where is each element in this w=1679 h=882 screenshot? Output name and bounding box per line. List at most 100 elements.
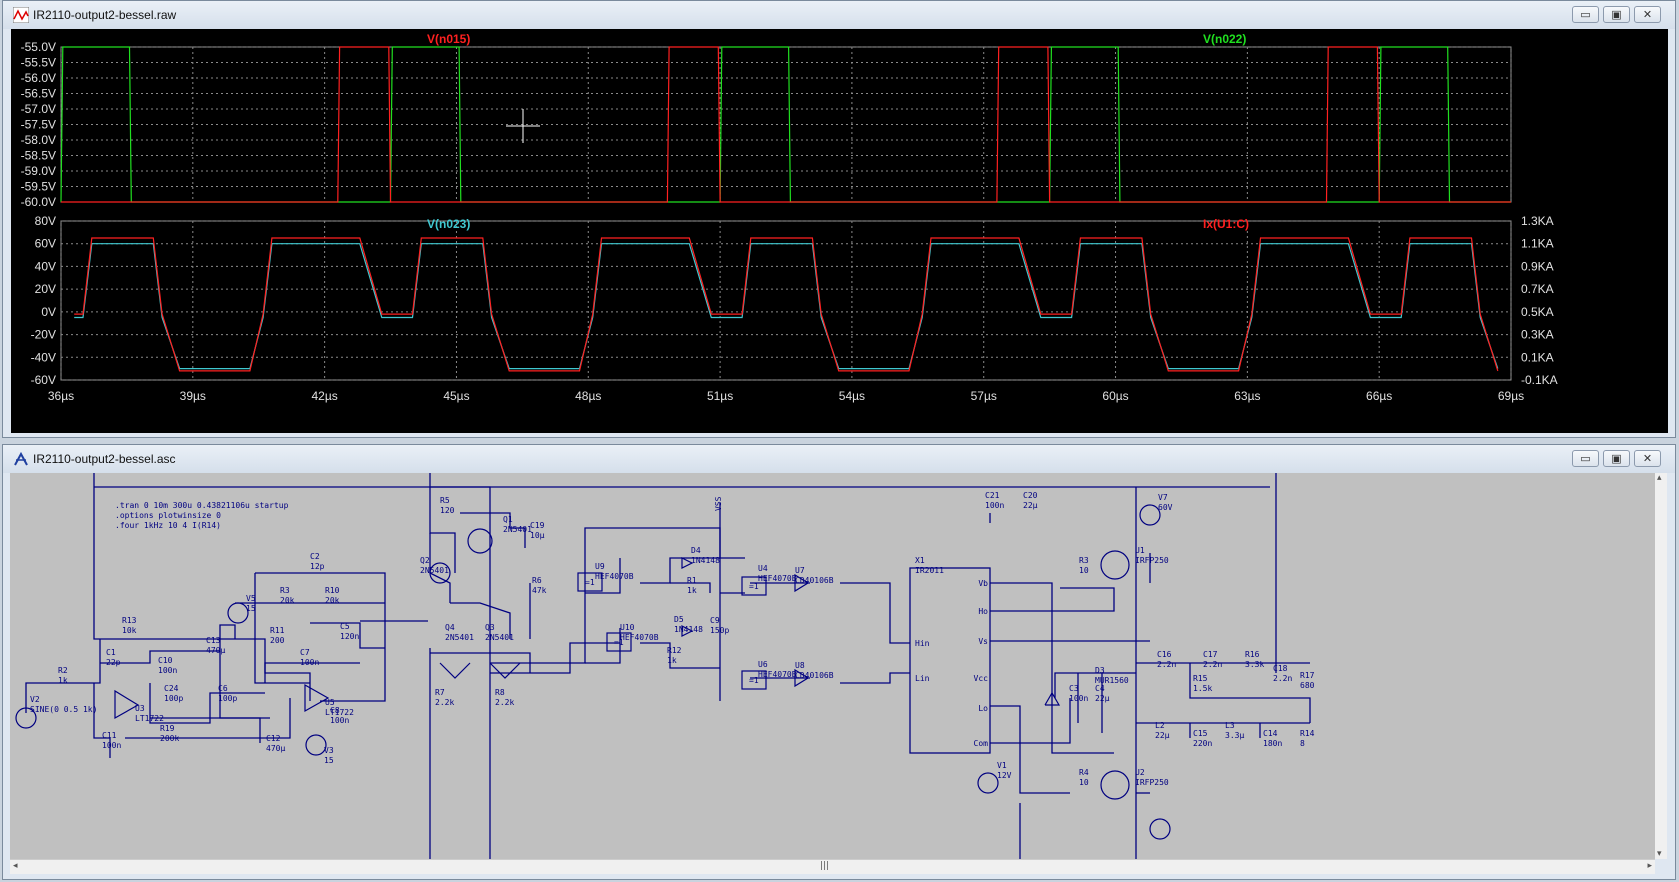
xor-gate-label: =1 xyxy=(749,676,759,685)
pane1-grid xyxy=(60,46,1512,203)
component-value-v2: SINE(0 0.5 1k) xyxy=(30,705,97,714)
pane1-y-tick: -57.0V xyxy=(21,102,56,116)
pane2-y-tick-right: 0.1KA xyxy=(1521,350,1554,364)
component-ref-c7: C7 xyxy=(300,648,310,657)
vertical-scrollbar[interactable]: ▴ ▾ xyxy=(1655,473,1667,859)
close-button[interactable]: ✕ xyxy=(1634,6,1661,23)
x-tick-label: 36µs xyxy=(48,389,74,403)
component-value-c2: 12p xyxy=(310,562,325,571)
x-tick-label: 60µs xyxy=(1102,389,1128,403)
component-ref-c20: C20 xyxy=(1023,491,1038,500)
scroll-down-button[interactable]: ▾ xyxy=(1657,849,1662,859)
component-ref-r4: R4 xyxy=(1079,768,1089,777)
component-value-l3: 3.3µ xyxy=(1225,731,1244,740)
component-value-c24: 100p xyxy=(164,694,183,703)
waveform-app-icon xyxy=(13,7,29,23)
component-value-q3: 2N5401 xyxy=(485,633,514,642)
component-value-r10: 20k xyxy=(325,596,340,605)
component-ref-c16: C16 xyxy=(1157,650,1172,659)
x-tick-label: 69µs xyxy=(1498,389,1524,403)
component-ref-r1: R1 xyxy=(687,576,697,585)
trace-label-n015[interactable]: V(n015) xyxy=(427,32,470,46)
component-ref-u10: U10 xyxy=(620,623,635,632)
component-ref-r8: R8 xyxy=(495,688,505,697)
schematic-titlebar[interactable]: IR2110-output2-bessel.asc ▭ ▣ ✕ xyxy=(3,445,1675,473)
xor-gate-label: =1 xyxy=(614,638,624,647)
component-ref-v7: V7 xyxy=(1158,493,1168,502)
component-value-u3: LT1722 xyxy=(135,714,164,723)
xor-gate-label: =1 xyxy=(585,578,595,587)
component-value-u4: HEF4070B xyxy=(758,574,797,583)
scroll-grip[interactable]: ||| xyxy=(820,861,830,871)
close-button[interactable]: ✕ xyxy=(1634,450,1661,467)
component-ref-c18: C18 xyxy=(1273,664,1288,673)
component-ref-q3: Q3 xyxy=(485,623,495,632)
component-ref-c13: C13 xyxy=(206,636,221,645)
component-value-c14: 180n xyxy=(1263,739,1282,748)
component-value-q4: 2N5401 xyxy=(445,633,474,642)
component-ref-r3: R3 xyxy=(280,586,290,595)
component-value-r11: 200 xyxy=(270,636,285,645)
pane1-y-tick: -55.0V xyxy=(21,40,56,54)
component-value-u6: HEF4070B xyxy=(758,670,797,679)
component-value-r6: 47k xyxy=(532,586,547,595)
component-value-v1: 12V xyxy=(997,771,1012,780)
component-value-c13: 470µ xyxy=(206,646,225,655)
component-ref-c17: C17 xyxy=(1203,650,1218,659)
component-ref-c21: C21 xyxy=(985,491,1000,500)
x-tick-label: 45µs xyxy=(443,389,469,403)
component-value-r7: 2.2k xyxy=(435,698,454,707)
pane2-y-tick-right: 0.3KA xyxy=(1521,328,1554,342)
minimize-button[interactable]: ▭ xyxy=(1572,450,1599,467)
vss-net-label: VSS xyxy=(714,496,723,511)
component-value-c10: 100n xyxy=(158,666,177,675)
horizontal-scrollbar[interactable]: ◂ ||| ▸ xyxy=(10,859,1655,874)
ir2011-pin-vcc: Vcc xyxy=(974,674,989,683)
component-ref-d5: D5 xyxy=(674,615,684,624)
component-value-r3b: 10 xyxy=(1079,566,1089,575)
pane1-y-tick: -57.5V xyxy=(21,118,56,132)
trace-label-n023[interactable]: V(n023) xyxy=(427,217,470,231)
schematic-svg[interactable]: R5120R647kR72.2kR82.2kR1310kR21kR320kR10… xyxy=(10,473,1655,859)
component-ref-r5: R5 xyxy=(440,496,450,505)
x-tick-label: 54µs xyxy=(839,389,865,403)
maximize-button[interactable]: ▣ xyxy=(1603,6,1630,23)
trace-label-n022[interactable]: V(n022) xyxy=(1203,32,1246,46)
directive-tran[interactable]: .tran 0 10m 300u 0.43821106u startup xyxy=(115,501,289,510)
component-value-r4: 10 xyxy=(1079,778,1089,787)
directive-options[interactable]: .options plotwinsize 0 xyxy=(115,511,221,520)
pane2-y-tick-left: 60V xyxy=(35,237,56,251)
component-value-r17: 680 xyxy=(1300,681,1315,690)
component-ref-d4: D4 xyxy=(691,546,701,555)
maximize-button[interactable]: ▣ xyxy=(1603,450,1630,467)
pane2-y-tick-left: -20V xyxy=(31,328,56,342)
component-value-d3: MUR1560 xyxy=(1095,676,1129,685)
trace-ix-u1c-line xyxy=(74,237,1499,372)
component-value-q1: 2N5401 xyxy=(503,525,532,534)
component-ref-r7: R7 xyxy=(435,688,445,697)
component-value-r5: 120 xyxy=(440,506,455,515)
ir2011-pin-ho: Ho xyxy=(978,607,988,616)
trace-label-ix-u1c[interactable]: Ix(U1:C) xyxy=(1203,217,1249,231)
scroll-up-button[interactable]: ▴ xyxy=(1657,473,1662,483)
directive-four[interactable]: .four 1kHz 10 4 I(R14) xyxy=(115,521,221,530)
component-value-c5: 120n xyxy=(340,632,359,641)
waveform-titlebar[interactable]: IR2110-output2-bessel.raw ▭ ▣ ✕ xyxy=(3,1,1675,29)
x-tick-label: 57µs xyxy=(971,389,997,403)
component-ref-u4: U4 xyxy=(758,564,768,573)
scroll-right-button[interactable]: ▸ xyxy=(1647,861,1652,871)
component-value-c19: 10µ xyxy=(530,531,545,540)
schematic-wires xyxy=(25,473,1311,859)
scroll-left-button[interactable]: ◂ xyxy=(13,861,18,871)
pane2-y-tick-left: -60V xyxy=(31,373,56,387)
ir2011-pin-hin: Hin xyxy=(915,639,930,648)
pane1-y-tick: -56.0V xyxy=(21,71,56,85)
component-value-d4: 1N4148 xyxy=(691,556,720,565)
component-ref-v3: V3 xyxy=(324,746,334,755)
ir2011-ic[interactable] xyxy=(909,567,991,754)
component-value-d5: 1N4148 xyxy=(674,625,703,634)
minimize-button[interactable]: ▭ xyxy=(1572,6,1599,23)
